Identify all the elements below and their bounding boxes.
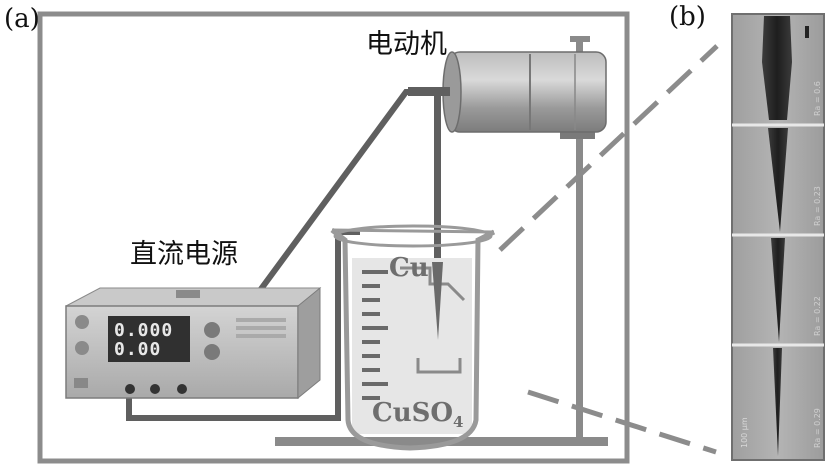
- electrolyte-label: CuSO4: [372, 398, 463, 431]
- motor-label: 电动机: [366, 29, 447, 60]
- ra-label-4: Ra = 0.29: [813, 408, 822, 448]
- stand-clamp: [560, 132, 595, 139]
- ra-label-3: Ra = 0.22: [813, 296, 822, 336]
- motor: [408, 51, 607, 133]
- panel-b-strip: [731, 13, 825, 461]
- stand-pole-cap: [570, 36, 590, 42]
- stand-pole: [576, 38, 583, 440]
- motor-shaft: [434, 92, 441, 262]
- psu-readout-bottom: 0.00: [114, 339, 162, 360]
- panel-b-label: (b): [669, 2, 706, 32]
- panel-a-label: (a): [4, 4, 40, 34]
- stand-base: [275, 437, 608, 446]
- beaker: [330, 224, 496, 451]
- power-supply-label: 直流电源: [130, 239, 238, 270]
- copper-electrode-label: Cu: [389, 253, 429, 283]
- electrolyte-subscript: 4: [453, 413, 464, 432]
- ra-label-2: Ra = 0.23: [813, 186, 822, 226]
- ra-label-1: Ra = 0.6: [813, 81, 822, 116]
- zoom-lines: [498, 44, 719, 455]
- psu-readout-top: 0.000: [114, 320, 174, 341]
- electrolyte-formula: CuSO: [372, 398, 454, 428]
- panel-a-frame: [37, 11, 630, 464]
- scale-bar-label: 100 μm: [740, 417, 749, 448]
- power-supply: [65, 286, 322, 400]
